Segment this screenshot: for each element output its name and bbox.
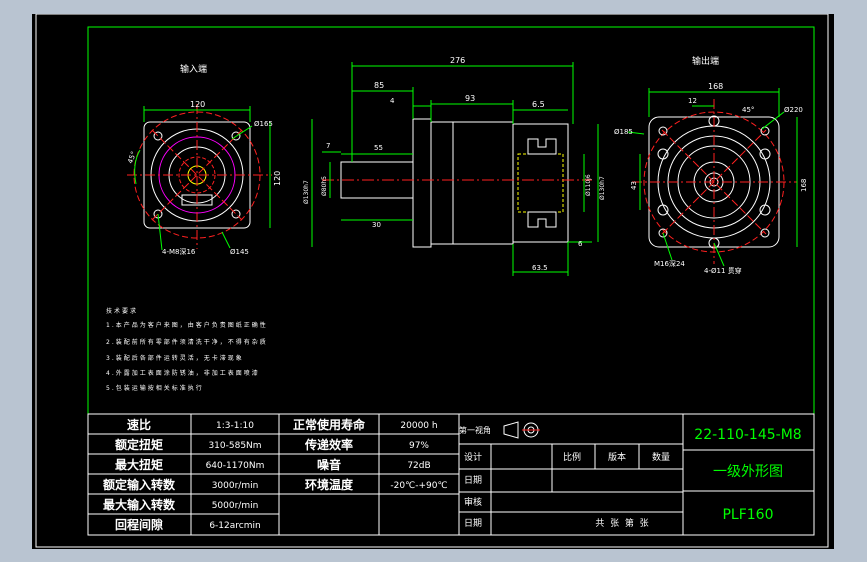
output-dia220-text: Ø220 bbox=[784, 106, 803, 114]
spec-value-temperature: -20℃-+90℃ bbox=[390, 481, 447, 491]
cad-drawing: 输入端 120 120 Ø165 45° 4-M8深16 Ø145 bbox=[35, 14, 829, 548]
output-flange-side bbox=[512, 123, 569, 243]
output-angle-text: 45° bbox=[742, 106, 754, 114]
version-label: 版本 bbox=[608, 451, 626, 463]
review-label: 审核 bbox=[464, 496, 482, 508]
side-overall-text: 276 bbox=[450, 56, 465, 65]
side-d6_5-text: 6.5 bbox=[532, 100, 545, 109]
notes-line-3: 3.装配后各部件运转灵活，无卡滞现象 bbox=[106, 354, 244, 362]
gearbox-body bbox=[430, 121, 514, 245]
design-label: 设计 bbox=[464, 451, 482, 463]
input-bore-circle bbox=[178, 156, 216, 194]
output-dia185-text: Ø185 bbox=[614, 128, 633, 136]
model-name: PLF160 bbox=[722, 507, 773, 523]
spec-label-temperature: 环境温度 bbox=[305, 477, 354, 492]
date-label: 日期 bbox=[464, 518, 482, 529]
input-dim-top-text: 120 bbox=[190, 100, 205, 109]
output-hidden-bore bbox=[517, 153, 564, 213]
drawing-sheet: 输入端 120 120 Ø165 45° 4-M8深16 Ø145 bbox=[32, 14, 834, 549]
side-d85-text: 85 bbox=[374, 81, 384, 90]
output-diag-2 bbox=[661, 129, 767, 235]
side-dia-left-inner: Ø80h5 bbox=[321, 176, 328, 196]
side-dia-right-outer: Ø110j6 bbox=[585, 174, 592, 196]
input-diag-1 bbox=[151, 129, 243, 221]
notes-title: 技术要求 bbox=[106, 307, 138, 315]
spec-value-noise: 72dB bbox=[407, 461, 430, 471]
spec-value-rated-speed: 3000r/min bbox=[212, 481, 259, 491]
spec-label-max-speed: 最大输入转数 bbox=[103, 497, 176, 512]
spec-table: 速比 1:3-1:10 正常使用寿命 20000 h 额定扭矩 310-585N… bbox=[87, 413, 460, 536]
input-hole-tr bbox=[231, 131, 241, 141]
spec-label-rated-speed: 额定输入转数 bbox=[103, 477, 176, 492]
output-end-label: 输出端 bbox=[692, 55, 719, 67]
spec-label-noise: 噪音 bbox=[317, 457, 341, 472]
spec-value-backlash: 6-12arcmin bbox=[209, 521, 260, 531]
input-diag-2 bbox=[151, 129, 243, 221]
side-dia-left-outer: Ø130h7 bbox=[303, 180, 310, 204]
spec-label-backlash: 回程间隙 bbox=[115, 517, 163, 532]
outer-border bbox=[35, 14, 829, 548]
spec-label-max-torque: 最大扭矩 bbox=[115, 457, 163, 472]
spec-value-life: 20000 h bbox=[400, 421, 437, 431]
input-holes-text: 4-M8深16 bbox=[162, 247, 196, 256]
input-dim-right-text: 120 bbox=[273, 171, 282, 186]
input-angle-text: 45° bbox=[126, 150, 138, 164]
notes-line-4: 4.外露加工表面涂防锈油，非加工表面喷漆 bbox=[106, 369, 260, 377]
technical-notes: 技术要求 1.本产品为客户来图，由客户负责图纸正确性 2.装配前所有零部件须清洗… bbox=[106, 307, 268, 392]
side-d63_5-text: 63.5 bbox=[532, 264, 548, 272]
drawing-number: 22-110-145-M8 bbox=[694, 427, 801, 443]
spec-value-max-torque: 640-1170Nm bbox=[206, 461, 265, 471]
side-d6-text: 6 bbox=[578, 240, 583, 248]
input-end-view: 120 120 Ø165 45° 4-M8深16 Ø145 bbox=[126, 100, 282, 256]
spec-value-efficiency: 97% bbox=[409, 441, 429, 451]
side-d7-text: 7 bbox=[326, 142, 330, 150]
output-d12-text: 12 bbox=[688, 97, 697, 105]
spec-value-ratio: 1:3-1:10 bbox=[216, 421, 254, 431]
side-d93-text: 93 bbox=[465, 94, 475, 103]
projection-symbol-cone bbox=[503, 421, 519, 439]
side-dia-right-inner: Ø130h7 bbox=[599, 176, 606, 200]
spec-label-efficiency: 传递效率 bbox=[304, 437, 353, 452]
spec-value-rated-torque: 310-585Nm bbox=[208, 441, 261, 451]
output-dim-top-text: 168 bbox=[708, 82, 723, 91]
projection-label: 第一视角 bbox=[459, 425, 491, 435]
spec-label-ratio: 速比 bbox=[127, 417, 151, 432]
input-flange-side bbox=[412, 118, 432, 248]
title-block: 第一视角 设计 日期 审核 日期 比例 版本 数量 共 张 第 张 22-110… bbox=[458, 413, 815, 536]
output-end-view: 168 12 45° Ø220 Ø185 43 168 M16深24 4-Ø11… bbox=[614, 82, 808, 275]
input-pcd-text: Ø145 bbox=[230, 248, 249, 256]
input-hole-tl bbox=[153, 131, 163, 141]
side-d55-text: 55 bbox=[374, 144, 383, 152]
notes-line-2: 2.装配前所有零部件须清洗干净，不得有杂质 bbox=[106, 338, 268, 346]
output-dim-right-text: 168 bbox=[800, 179, 808, 192]
side-view: 276 85 4 93 6.5 7 55 30 Ø130h7 Ø80h5 Ø11… bbox=[303, 56, 606, 276]
side-d4-text: 4 bbox=[390, 97, 395, 105]
input-dia165-text: Ø165 bbox=[254, 120, 273, 128]
notes-line-5: 5.包装运输按相关标准执行 bbox=[106, 384, 204, 392]
notes-line-1: 1.本产品为客户来图，由客户负责图纸正确性 bbox=[106, 321, 268, 329]
sheet-count-label: 共 张 第 张 bbox=[595, 517, 648, 529]
output-thread-text: M16深24 bbox=[654, 259, 685, 268]
scale-label: 比例 bbox=[563, 451, 581, 463]
spec-value-max-speed: 5000r/min bbox=[212, 501, 259, 511]
spec-label-life: 正常使用寿命 bbox=[293, 417, 366, 432]
spec-label-rated-torque: 额定扭矩 bbox=[115, 437, 163, 452]
input-end-label: 输入端 bbox=[180, 63, 207, 75]
input-hole-br bbox=[231, 209, 241, 219]
drafting-label: 日期 bbox=[464, 475, 482, 486]
quantity-label: 数量 bbox=[652, 451, 670, 463]
output-d43-text: 43 bbox=[630, 181, 638, 190]
output-thru-text: 4-Ø11 贯穿 bbox=[704, 266, 742, 275]
drawing-name: 一级外形图 bbox=[713, 464, 783, 480]
side-d30-text: 30 bbox=[372, 221, 381, 229]
